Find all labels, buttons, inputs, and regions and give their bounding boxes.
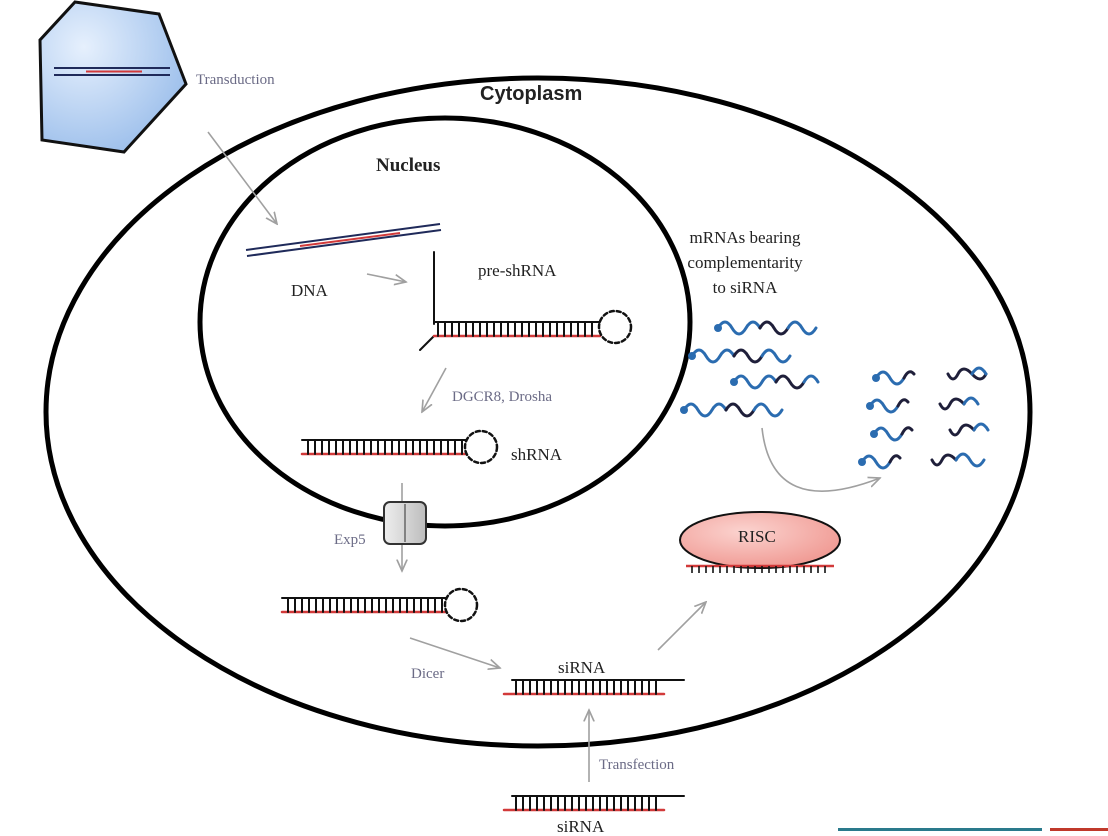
dicer-label: Dicer xyxy=(411,666,444,682)
risc-complex xyxy=(679,511,841,573)
hairpin-loop-icon xyxy=(597,309,633,345)
cytoplasm-membrane xyxy=(43,75,1033,749)
nucleus-membrane xyxy=(197,115,693,529)
transfection-label: Transfection xyxy=(599,757,675,773)
dgcr8-drosha-label: DGCR8, Drosha xyxy=(452,389,552,405)
shrna-structure xyxy=(300,429,499,465)
dicer-arrow xyxy=(409,637,500,668)
mrna-wave-icon xyxy=(680,320,820,418)
exp5-label: Exp5 xyxy=(334,532,366,548)
transduction-arrow xyxy=(207,131,277,224)
sirna-duplex xyxy=(502,679,685,696)
pre-shrna-label: pre-shRNA xyxy=(478,261,557,280)
shrna-label: shRNA xyxy=(511,445,563,464)
nucleus-label: Nucleus xyxy=(376,155,440,176)
dna-label: DNA xyxy=(291,281,329,300)
transfected-sirna-duplex xyxy=(502,795,685,812)
mrna-label-line2: complementarity xyxy=(687,253,803,272)
processing-arrow xyxy=(422,367,447,412)
risc-loading-arrow xyxy=(657,602,706,651)
virus-capsid-icon xyxy=(38,0,188,154)
hairpin-loop-icon xyxy=(463,429,499,465)
cleaved-mrna-fragments xyxy=(858,366,990,470)
cytoplasmic-shrna-structure xyxy=(280,587,479,623)
cytoplasm-label: Cytoplasm xyxy=(480,83,582,105)
nuclear-pore-icon xyxy=(383,501,427,545)
mrna-label-line1: mRNAs bearing xyxy=(690,228,801,247)
risc-label: RISC xyxy=(738,527,776,546)
dna-strand xyxy=(245,223,442,257)
sirna-bottom-label: siRNA xyxy=(557,817,605,836)
footer-accent-teal xyxy=(838,828,1042,831)
hairpin-loop-icon xyxy=(443,587,479,623)
sirna-label: siRNA xyxy=(558,658,606,677)
mrna-cleavage-arrow xyxy=(761,427,880,492)
pathway-arrows xyxy=(207,131,880,782)
transduction-label: Transduction xyxy=(196,72,275,88)
mrna-label-line3: to siRNA xyxy=(713,278,778,297)
pre-shrna-structure xyxy=(419,251,633,351)
footer-accent-red xyxy=(1050,828,1108,831)
transcription-arrow xyxy=(366,273,406,282)
